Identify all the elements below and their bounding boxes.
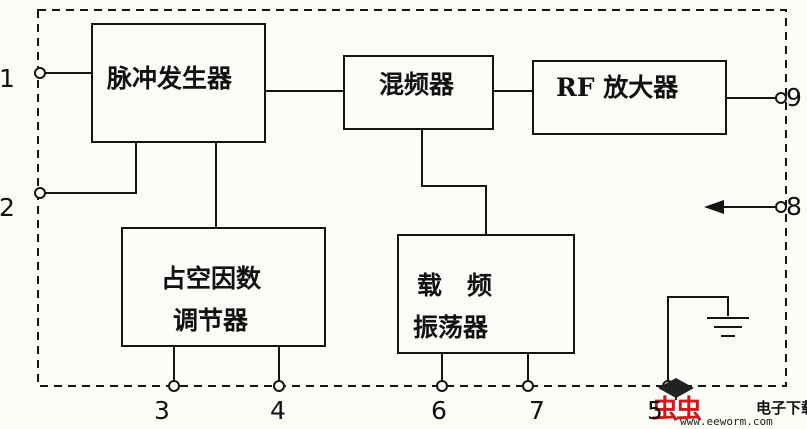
wire-pin2-pulse (45, 143, 137, 194)
pin-label-8: 8 (786, 192, 802, 221)
watermark-site-en: www.eeworm.com (680, 415, 773, 428)
duty-cycle-label-line2: 调节器 (173, 306, 249, 335)
pin-label-6: 6 (431, 396, 447, 425)
pin-4-terminal (273, 380, 285, 392)
pin-label-5: 5 (647, 396, 663, 425)
pin-label-4: 4 (270, 396, 286, 425)
watermark-logo-icon: 虫虫 (652, 378, 704, 425)
rf-amplifier-label: RF 放大器 (556, 73, 679, 102)
rf-amplifier-block: RF 放大器 (532, 60, 727, 135)
pin-label-7: 7 (529, 396, 545, 425)
pin-3-terminal (168, 380, 180, 392)
pin-8-terminal (775, 201, 787, 213)
pulse-generator-label: 脉冲发生器 (107, 64, 233, 93)
mixer-label: 混频器 (379, 70, 455, 99)
pin-label-2: 2 (0, 193, 15, 222)
pin-6-terminal (436, 380, 448, 392)
pin-9-terminal (775, 92, 787, 104)
pin-label-1: 1 (0, 64, 15, 93)
watermark-site-cn: 电子下载站 (756, 399, 807, 417)
duty-cycle-adjuster-block: 占空因数 调节器 (121, 227, 326, 347)
duty-cycle-label-line1: 占空因数 (161, 264, 262, 293)
carrier-oscillator-label-line2: 振荡器 (413, 313, 489, 342)
carrier-oscillator-label-line1: 载 频 (417, 271, 493, 300)
pin-label-9: 9 (786, 83, 802, 112)
pin-2-terminal (34, 187, 46, 199)
mixer-block: 混频器 (343, 55, 494, 130)
wire-ground-pin5 (667, 296, 729, 381)
carrier-oscillator-block: 载 频 振荡器 (397, 234, 575, 354)
pin-7-terminal (522, 380, 534, 392)
pulse-generator-block: 脉冲发生器 (91, 23, 266, 143)
pin-label-3: 3 (154, 396, 170, 425)
ground-icon (707, 317, 749, 337)
input-arrow-icon (704, 200, 724, 214)
pin-1-terminal (34, 67, 46, 79)
svg-text:虫虫: 虫虫 (652, 395, 702, 425)
wire-mixer-carrier (421, 130, 487, 234)
